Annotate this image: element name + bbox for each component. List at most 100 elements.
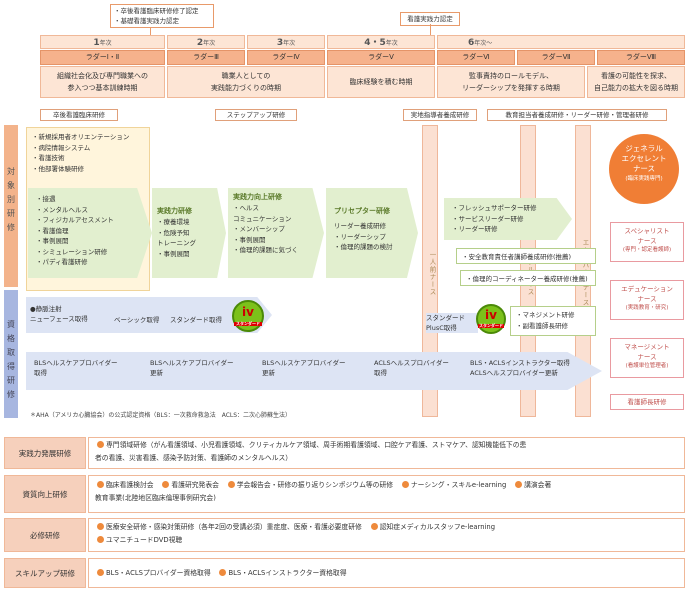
- bottom-label-practice: 実践力発展研修: [4, 437, 86, 469]
- list-item: ・事例展開: [36, 237, 69, 245]
- list-item: ・フレッシュサポーター研修: [452, 204, 537, 212]
- phase-4: 監事責持のロールモデル、 リーダーシップを発揮する時期: [437, 66, 585, 98]
- pink-line: ナース: [637, 236, 657, 245]
- bottom-line: 教育事業(北陸地区臨床倫理事例研究会): [95, 494, 216, 502]
- side-target: 対象別研修: [4, 125, 18, 287]
- list-item: ・看護倫理: [36, 226, 69, 235]
- tag-instructor: 実地指導者養成研修: [403, 109, 477, 121]
- general-excellent-nurse: ジェネラル エクセレント ナース (臨床実践専門): [609, 134, 679, 204]
- callout-line: ・基礎看護実践力認定: [114, 17, 179, 25]
- arrow-title: 実践力研修: [157, 207, 192, 215]
- ladder-1-2: ラダーⅠ・Ⅱ: [40, 50, 165, 65]
- list-item: ・フィジカルアセスメント: [36, 216, 114, 224]
- circle-line: (臨床実践専門): [625, 176, 663, 182]
- bottom-line: 臨床看護検討会 看護研究発表会 学会報告会・研修の振り返りシンポジウム等の研修 …: [95, 479, 678, 492]
- list-item: ・倫理的課題に気づく: [233, 246, 298, 254]
- year-num: 3: [276, 38, 284, 48]
- pink-line: ナース: [637, 352, 657, 361]
- iv-newface: ●静脈注射 ニューフェース取得: [30, 305, 88, 323]
- bottom-body-skillup: BLS・ACLSプロバイダー資格取得 BLS・ACLSインストラクター資格取得: [88, 558, 685, 588]
- iv-row-arrow: [26, 297, 272, 333]
- list-item: ・リーダーシップ: [334, 232, 386, 241]
- pink-line: ナース: [637, 294, 657, 303]
- list-item: ・パディ看護研修: [36, 258, 88, 266]
- education-nurse: エデュケーション ナース (実践教育・研究): [610, 280, 684, 320]
- list-item: リーダー養成研修: [334, 222, 386, 230]
- list-item: ・副看護師長研修: [516, 321, 568, 330]
- ladder-5: ラダーⅤ: [327, 50, 435, 65]
- bottom-line: 者の看護、災害看護、感染予防対策、看護師のメンタルヘルス）: [95, 454, 293, 462]
- bls-1: BLSヘルスケアプロバイダー 取得: [34, 359, 118, 377]
- list-item: ・倫理的課題の検討: [334, 243, 393, 251]
- callout-cert-mid: 看護実践力認定: [400, 12, 460, 26]
- bottom-line: 専門領域研修（がん看護領域、小児看護領域、クリティカルケア領域、周手術期看護領域…: [95, 439, 678, 452]
- year-num: 6: [468, 38, 475, 48]
- list-item: ・メンバーシップ: [233, 225, 285, 233]
- list-item: ・事例展開: [233, 235, 266, 244]
- bullet-dot-icon: [97, 441, 104, 448]
- list-item: ・サービスリーダー研修: [452, 214, 524, 223]
- iv-basic: ベーシック取得: [114, 316, 160, 324]
- head-nurse-training: 看護師長研修: [610, 394, 684, 410]
- year-suffix: 年次: [385, 40, 398, 47]
- pink-line: スペシャリスト: [624, 227, 670, 235]
- year-suffix: 年次〜: [474, 40, 493, 47]
- list-item: ・療養環境: [157, 218, 190, 226]
- bottom-body-practice: 専門領域研修（がん看護領域、小児看護領域、クリティカルケア領域、周手術期看護領域…: [88, 437, 685, 469]
- bottom-body-required: 医療安全研修・感染対策研修（各年2回の受講必須）重症度、医療・看護必要度研修 認…: [88, 518, 685, 552]
- bottom-label-required: 必修研修: [4, 518, 86, 552]
- connector: [150, 27, 151, 36]
- list-item: ・接遇: [36, 195, 56, 203]
- tag-postgrad: 卒後看護臨床研修: [40, 109, 118, 121]
- iv-logo-text: iv: [485, 308, 497, 322]
- phase-1: 組織社会化及び専門職業への 参入つつ基本訓練時期: [40, 66, 165, 98]
- arrow-leader-training: ・フレッシュサポーター研修 ・サービスリーダー研修 ・リーダー研修: [444, 198, 572, 240]
- list-item: ・他部署体験研修: [32, 164, 84, 173]
- arrow-practical-training: 実践力研修 ・療養環境 ・危険予知 トレーニング ・事例展開: [152, 188, 226, 278]
- arrow-title: プリセプター研修: [334, 207, 390, 215]
- list-item: ・ヘルス: [233, 204, 259, 212]
- year-suffix: 年次: [283, 40, 296, 47]
- bullet-dot-icon: [162, 481, 170, 488]
- list-item: ・病院情報システム: [32, 143, 91, 152]
- callout-line: ・卒後看護臨床研修修了認定: [114, 7, 199, 15]
- bottom-line: ユマニチュードDVD視聴: [95, 534, 678, 547]
- list-item: ・シミュレーション研修: [36, 247, 108, 256]
- bullet-dot-icon: [515, 481, 523, 488]
- connector: [430, 24, 431, 36]
- year-3: 3年次: [247, 35, 325, 49]
- side-cert: 資格取得研修: [4, 290, 18, 418]
- year-1: 1年次: [40, 35, 165, 49]
- bls-acls-instructor: BLS・ACLSインストラクター取得 ACLSヘルスプロバイダー更新: [470, 359, 570, 377]
- ladder-3: ラダーⅢ: [167, 50, 245, 65]
- list-item: コミュニケーション: [233, 214, 292, 223]
- phase-3: 臨床経験を積む時期: [327, 66, 435, 98]
- year-suffix: 年次: [203, 40, 216, 47]
- acls-1: ACLSヘルスプロバイダー 取得: [374, 359, 449, 377]
- pink-line: (専門・認定看護師): [622, 247, 672, 253]
- year-4-5: 4・5年次: [327, 35, 435, 49]
- vcol-ichininmae: 一人前ナース: [422, 125, 438, 417]
- list-item: ・メンタルヘルス: [36, 205, 88, 214]
- ladder-6: ラダーⅥ: [437, 50, 515, 65]
- bottom-body-quality: 臨床看護検討会 看護研究発表会 学会報告会・研修の振り返りシンポジウム等の研修 …: [88, 475, 685, 513]
- year-num: 4・5: [364, 38, 386, 48]
- list-item: ・事例展開: [157, 249, 190, 258]
- bullet-dot-icon: [219, 569, 227, 576]
- iv-logo-plus: iv スタンダード: [476, 304, 506, 334]
- pink-line: エデュケーション: [621, 285, 673, 293]
- iv-logo-sub: スタンダード: [478, 323, 504, 328]
- bottom-label-quality: 資質向上研修: [4, 475, 86, 513]
- list-item: ・マネジメント研修: [516, 311, 575, 319]
- year-2: 2年次: [167, 35, 245, 49]
- aha-note: ＊AHA（アメリカ心臓協会）の公式認定資格（BLS：一次救命救急法 ACLS：二…: [30, 412, 292, 419]
- bottom-label-skillup: スキルアップ研修: [4, 558, 86, 588]
- management-box: ・マネジメント研修 ・副看護師長研修: [510, 306, 596, 336]
- year-num: 1: [93, 38, 100, 48]
- phase-5: 看護の可能性を探求、 自己能力の拡大を図る時期: [587, 66, 685, 98]
- bullet-dot-icon: [401, 481, 409, 488]
- year-suffix: 年次: [99, 40, 112, 47]
- list-item: ・新規採用者オリエンテーション: [32, 133, 130, 141]
- pink-line: マネージメント: [624, 343, 670, 351]
- iv-logo: iv スタンダード: [232, 300, 264, 332]
